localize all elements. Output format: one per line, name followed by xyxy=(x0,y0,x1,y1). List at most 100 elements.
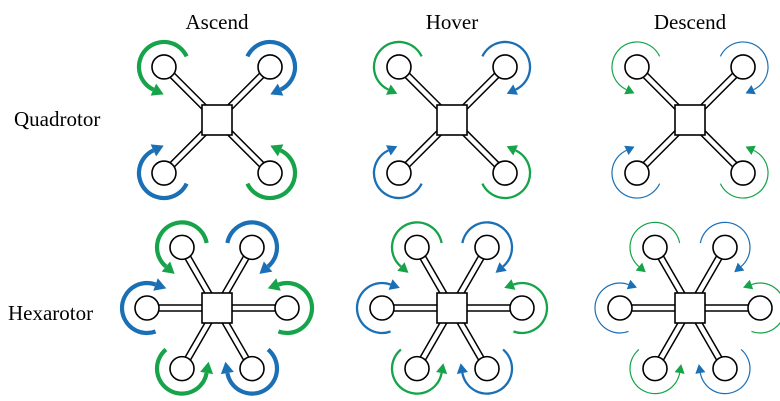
rotation-arrow-icon xyxy=(225,347,280,396)
body-hub xyxy=(674,292,706,324)
rotation-arrow-icon xyxy=(513,281,549,335)
rotor-disc xyxy=(624,54,650,80)
column-header-descend: Descend xyxy=(654,10,727,34)
rotation-arrow-icon xyxy=(751,282,780,334)
arrow-head-icon xyxy=(456,363,468,374)
body-hub xyxy=(201,292,233,324)
body-hub xyxy=(436,104,468,136)
rotor-disc xyxy=(151,160,177,186)
arrow-head-icon xyxy=(153,278,167,291)
rotor-disc xyxy=(369,295,395,321)
arrow-head-icon xyxy=(259,261,273,274)
rotor-disc xyxy=(151,54,177,80)
rotor-disc xyxy=(642,234,668,261)
row-label-hexarotor: Hexarotor xyxy=(8,301,93,325)
rotor-disc xyxy=(404,234,430,261)
arrow-head-icon xyxy=(745,85,756,95)
arrow-head-icon xyxy=(386,84,398,95)
arrow-head-icon xyxy=(270,83,284,96)
arrow-head-icon xyxy=(626,279,637,290)
quadrotor-airframe-icon-ascend xyxy=(136,39,298,201)
rotation-arrow-icon xyxy=(245,148,298,201)
rotor-disc xyxy=(642,355,668,382)
rotation-arrow-icon xyxy=(594,282,629,334)
rotation-arrow-icon xyxy=(719,41,769,91)
rotation-arrow-icon xyxy=(136,148,189,201)
rotor-disc xyxy=(404,355,430,382)
rotation-arrow-icon xyxy=(719,149,769,199)
arrow-head-icon xyxy=(695,364,706,374)
rotation-arrow-icon xyxy=(629,221,681,267)
rotor-disc xyxy=(474,234,500,261)
arrow-head-icon xyxy=(220,361,234,375)
rotor-disc xyxy=(257,54,283,80)
rotor-disc xyxy=(239,355,265,382)
arrow-head-icon xyxy=(388,279,400,290)
arrow-head-icon xyxy=(161,261,175,274)
arrow-head-icon xyxy=(624,85,635,95)
rotation-arrow-icon xyxy=(611,41,661,91)
rotation-arrow-icon xyxy=(481,40,532,91)
rotation-arrow-icon xyxy=(461,221,514,268)
rotation-arrow-icon xyxy=(245,39,298,92)
arrow-head-icon xyxy=(624,145,635,155)
arrow-head-icon xyxy=(267,278,281,291)
rotor-disc xyxy=(239,234,265,261)
rotor-disc xyxy=(730,160,756,186)
body-hub xyxy=(436,292,468,324)
rotor-disc xyxy=(134,295,160,321)
rotation-arrow-icon xyxy=(372,40,423,91)
drone-panels xyxy=(119,39,780,396)
arrow-head-icon xyxy=(674,364,685,374)
arrow-head-icon xyxy=(436,363,448,374)
rotation-arrow-icon xyxy=(481,149,532,200)
hexarotor-airframe-icon-ascend xyxy=(119,220,315,396)
rotor-disc xyxy=(747,295,773,321)
arrow-head-icon xyxy=(495,262,507,273)
rotor-disc xyxy=(607,295,633,321)
arrow-head-icon xyxy=(270,144,284,157)
quadrotor-airframe-icon-descend xyxy=(611,41,769,199)
rotation-arrow-icon xyxy=(390,221,443,268)
body-hub xyxy=(674,104,706,136)
arrow-head-icon xyxy=(386,145,398,156)
rotor-disc xyxy=(624,160,650,186)
arrow-head-icon xyxy=(150,144,164,157)
rotation-arrow-icon xyxy=(629,349,681,395)
rotor-disc xyxy=(712,234,738,261)
rotor-disc xyxy=(274,295,300,321)
rotation-arrow-icon xyxy=(225,220,280,269)
quadrotor-airframe-icon-hover xyxy=(372,40,532,200)
column-header-ascend: Ascend xyxy=(186,10,249,34)
arrow-head-icon xyxy=(506,145,518,156)
arrow-head-icon xyxy=(397,262,409,273)
arrow-head-icon xyxy=(506,84,518,95)
rotor-disc xyxy=(492,54,518,80)
rotor-disc xyxy=(169,355,195,382)
hexarotor-airframe-icon-hover xyxy=(355,221,549,395)
rotation-arrow-icon xyxy=(461,348,514,395)
arrow-head-icon xyxy=(635,262,646,273)
column-header-hover: Hover xyxy=(426,10,478,34)
rotation-arrow-icon xyxy=(119,280,157,336)
arrow-head-icon xyxy=(743,279,754,290)
rotation-arrow-icon xyxy=(355,281,391,335)
rotor-disc xyxy=(386,160,412,186)
rotor-disc xyxy=(492,160,518,186)
arrow-head-icon xyxy=(734,262,745,273)
rotation-arrow-icon xyxy=(390,348,443,395)
arrow-head-icon xyxy=(200,361,214,375)
rotation-arrow-icon xyxy=(699,349,751,395)
rotor-disc xyxy=(730,54,756,80)
rotation-arrow-icon xyxy=(699,221,751,267)
rotation-arrow-icon xyxy=(277,280,315,336)
rotation-arrow-icon xyxy=(154,220,209,269)
rotation-arrow-icon xyxy=(136,39,189,92)
rotor-disc xyxy=(509,295,535,321)
rotation-arrow-icon xyxy=(611,149,661,199)
rotor-disc xyxy=(169,234,195,261)
arrow-head-icon xyxy=(150,83,164,96)
rotor-disc xyxy=(386,54,412,80)
hexarotor-airframe-icon-descend xyxy=(594,221,780,395)
